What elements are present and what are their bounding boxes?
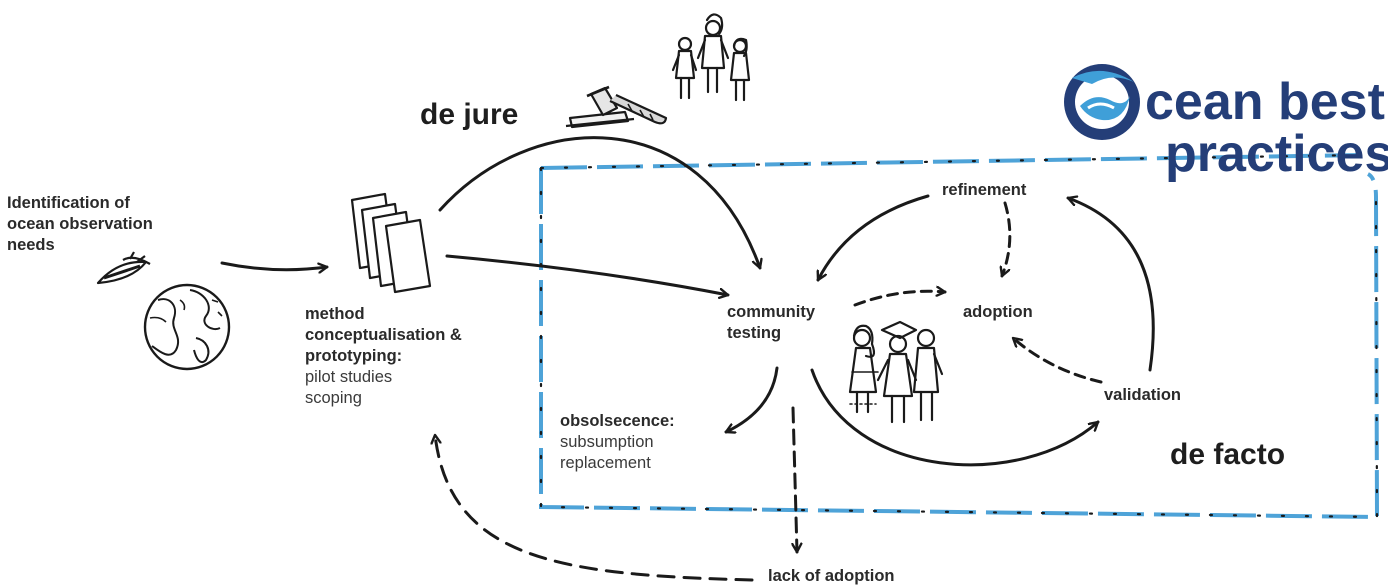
identification-line-1: Identification of [7, 194, 130, 212]
arrow-refinement-to-testing [816, 194, 930, 282]
eye-icon [96, 251, 151, 285]
logo-text-line1: cean best [1145, 73, 1385, 131]
arrow-method-to-testing [445, 254, 730, 295]
obsolescence-line-3: replacement [560, 454, 651, 473]
identification-line-3: needs [7, 236, 55, 255]
identification-line-2: ocean observation [7, 215, 153, 234]
community-testing-line-1: community [727, 303, 816, 321]
method-line-2: conceptualisation & [305, 326, 462, 345]
logo-text-line2: practices [1165, 125, 1388, 183]
arrow-de-jure [438, 136, 760, 270]
refinement-label: refinement [942, 181, 1027, 199]
method-line-1: method [305, 305, 365, 323]
identification-label: Identification of ocean observation need… [7, 193, 153, 256]
documents-icon [350, 192, 432, 294]
arrow-needs-to-method [220, 261, 329, 270]
validation-label: validation [1104, 386, 1182, 404]
arrow-testing-to-adoption [853, 291, 947, 307]
method-line-4: pilot studies [305, 368, 393, 387]
globe-icon [143, 283, 231, 371]
lack-of-adoption-label: lack of adoption [768, 567, 895, 585]
de-facto-frame [539, 153, 1380, 520]
gavel-icon [565, 85, 668, 129]
de-jure-label: de jure [420, 98, 519, 131]
method-line-3: prototyping: [305, 347, 403, 366]
method-line-5: scoping [305, 389, 362, 408]
obsolescence-line-1: obsolsecence: [560, 412, 675, 430]
arrow-lack-of-adoption-to-method [435, 433, 754, 582]
students-group-icon [848, 320, 944, 424]
de-facto-label: de facto [1170, 438, 1286, 471]
method-label: method conceptualisation & prototyping: … [305, 304, 462, 410]
arrow-testing-to-obsolescence [724, 366, 779, 432]
arrow-refinement-to-adoption [1002, 201, 1012, 278]
obsolescence-label: obsolsecence: subsumption replacement [560, 411, 675, 474]
community-testing-label: community testing [727, 302, 815, 344]
arrow-testing-to-lack-of-adoption [793, 406, 797, 554]
arrow-validation-to-adoption [1011, 336, 1103, 384]
arrow-testing-to-validation [810, 368, 1100, 467]
ocean-best-practices-logo-mark [1064, 64, 1140, 140]
community-testing-line-2: testing [727, 324, 782, 343]
people-group-icon [671, 13, 751, 102]
arrow-validation-to-refinement [1066, 198, 1155, 372]
obsolescence-line-2: subsumption [560, 433, 654, 452]
adoption-label: adoption [963, 303, 1033, 321]
